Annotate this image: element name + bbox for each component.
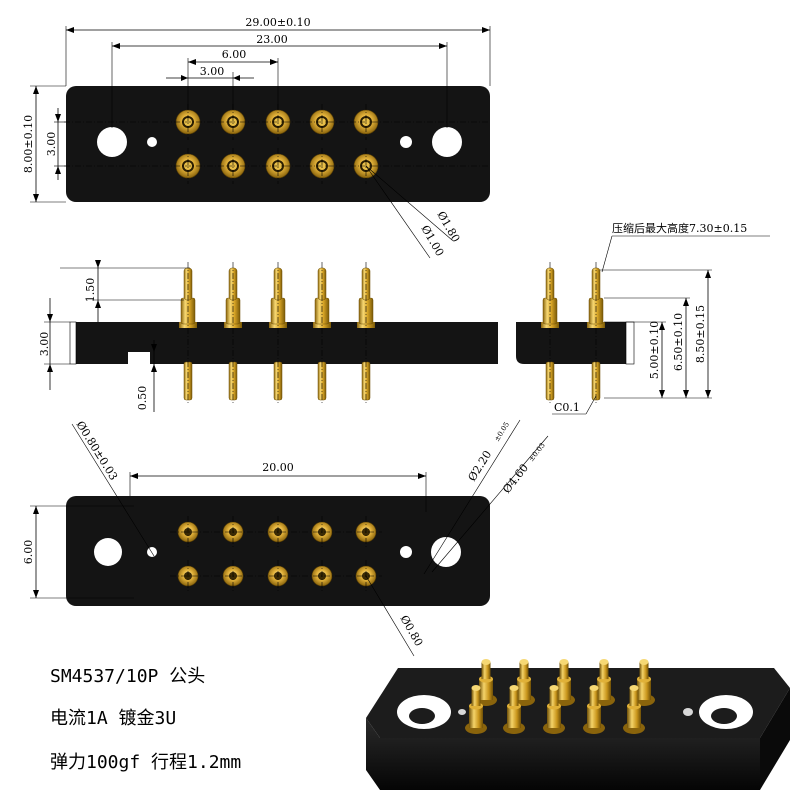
leader-max-height [601,235,613,273]
bottom-locating-hole-right [400,546,412,558]
dim-arrows [659,322,665,398]
dim-max-height: 压缩后最大高度7.30±0.15 [612,221,747,235]
bottom-mount-hole-right [431,537,461,567]
render-pin-tip [471,685,481,691]
side-pins-end [541,262,605,404]
leader-pin-dia-bottom [365,575,415,657]
render-pin-tip [519,659,529,665]
render-pin-plunger [589,688,599,706]
spec-block: SM4537/10P 公头 电流1A 镀金3U 弹力100gf 行程1.2mm [50,666,241,773]
render-pin-plunger [549,688,559,706]
render-pin-barrel [517,679,531,700]
leader-hole-dia-b [431,435,549,573]
product-render [366,659,790,790]
top-view-body [66,86,490,202]
side-body-end [516,322,634,364]
dim-small-hole: Ø0.80±0.03 [73,419,120,483]
render-body-front [366,718,760,790]
side-pins-front [179,262,375,404]
render-pin-tip [639,659,649,665]
dim-h-500: 5.00±0.10 [648,321,661,379]
dim-tail: 0.50 [136,386,149,411]
leader-hole-dia-a [423,419,521,575]
render-pin-barrel [507,706,521,728]
leader-small-hole [71,423,155,557]
dim-chamfer: C0.1 [554,401,580,414]
render-body-side [760,688,790,790]
dim-body-h: 3.00 [38,332,51,357]
dim-bottom-height: 6.00 [22,540,35,565]
top-view: 29.00±0.10 23.00 6.00 3.00 8.00±0.10 3.0… [22,16,491,259]
render-pin-tip [481,659,491,665]
render-pin-tip [589,685,599,691]
bottom-mount-hole-left [94,538,122,566]
bottom-view-body [66,496,490,606]
side-body-front [70,322,498,364]
dim-row-gap: 3.00 [45,132,58,157]
render-pin-barrel [637,679,651,700]
dim-hole-tol-b: ±0.03 [527,441,547,463]
render-mount-hole-right-inner [711,708,737,724]
render-pin-plunger [639,662,649,680]
dim-h-850: 8.50±0.15 [694,305,707,363]
dim-hole-tol-a: ±0.05 [493,421,511,443]
side-view-front: 1.50 3.00 0.50 [38,260,498,412]
render-pin-tip [559,659,569,665]
render-pin-plunger [481,662,491,680]
dim-h-650: 6.50±0.10 [672,313,685,371]
dim-width-total: 29.00±0.10 [245,16,310,29]
leader-pin-dia [365,165,431,259]
dim-height: 8.00±0.10 [22,115,35,173]
side-view-end: 压缩后最大高度7.30±0.15 5.00±0.10 6.50±0.10 8.5… [516,221,770,415]
dim-pitch-2: 6.00 [222,48,247,61]
render-pin-plunger [471,688,481,706]
render-pin-plunger [519,662,529,680]
render-pin-barrel [479,679,493,700]
render-pins [465,659,655,734]
render-pin-plunger [509,688,519,706]
render-mount-hole-left-inner [409,708,435,724]
render-pin-tip [549,685,559,691]
top-mount-hole-left [97,127,127,157]
dim-arrows [151,344,157,372]
render-pin-barrel [587,706,601,728]
render-pin-tip [629,685,639,691]
dim-hole-dia-b: Ø4.60 [500,461,531,495]
spec-current: 电流1A 镀金3U [50,708,176,729]
dim-hole-span: 23.00 [256,33,288,46]
bottom-view: 20.00 6.00 Ø0.80±0.03 Ø2.20 ±0.05 Ø4.60 … [22,419,549,657]
render-locating-hole-left [458,709,466,715]
spec-force: 弹力100gf 行程1.2mm [50,752,241,773]
render-pin-plunger [599,662,609,680]
render-locating-hole-right [683,708,693,716]
bottom-locating-hole-left [147,547,157,557]
dim-pin-dia-bottom: Ø0.80 [397,613,425,649]
leader-chamfer [585,395,597,415]
dim-pitch-1: 3.00 [200,65,225,78]
leader-pad-dia [365,165,453,241]
dim-span: 20.00 [262,461,294,474]
render-pin-barrel [597,679,611,700]
side-body-end-edge [625,321,635,365]
side-body-edge [69,321,77,365]
render-pin-plunger [559,662,569,680]
render-pin-barrel [469,706,483,728]
render-pin-tip [599,659,609,665]
spec-model: SM4537/10P 公头 [50,666,205,687]
render-pin-plunger [629,688,639,706]
render-pin-barrel [627,706,641,728]
render-pin-barrel [547,706,561,728]
dim-tip-len: 1.50 [84,278,97,303]
top-locating-hole-right [400,136,412,148]
render-pin-barrel [557,679,571,700]
render-pin-tip [509,685,519,691]
top-mount-hole-right [432,127,462,157]
top-locating-hole-left [147,137,157,147]
dim-hole-dia-a: Ø2.20 [466,448,495,483]
